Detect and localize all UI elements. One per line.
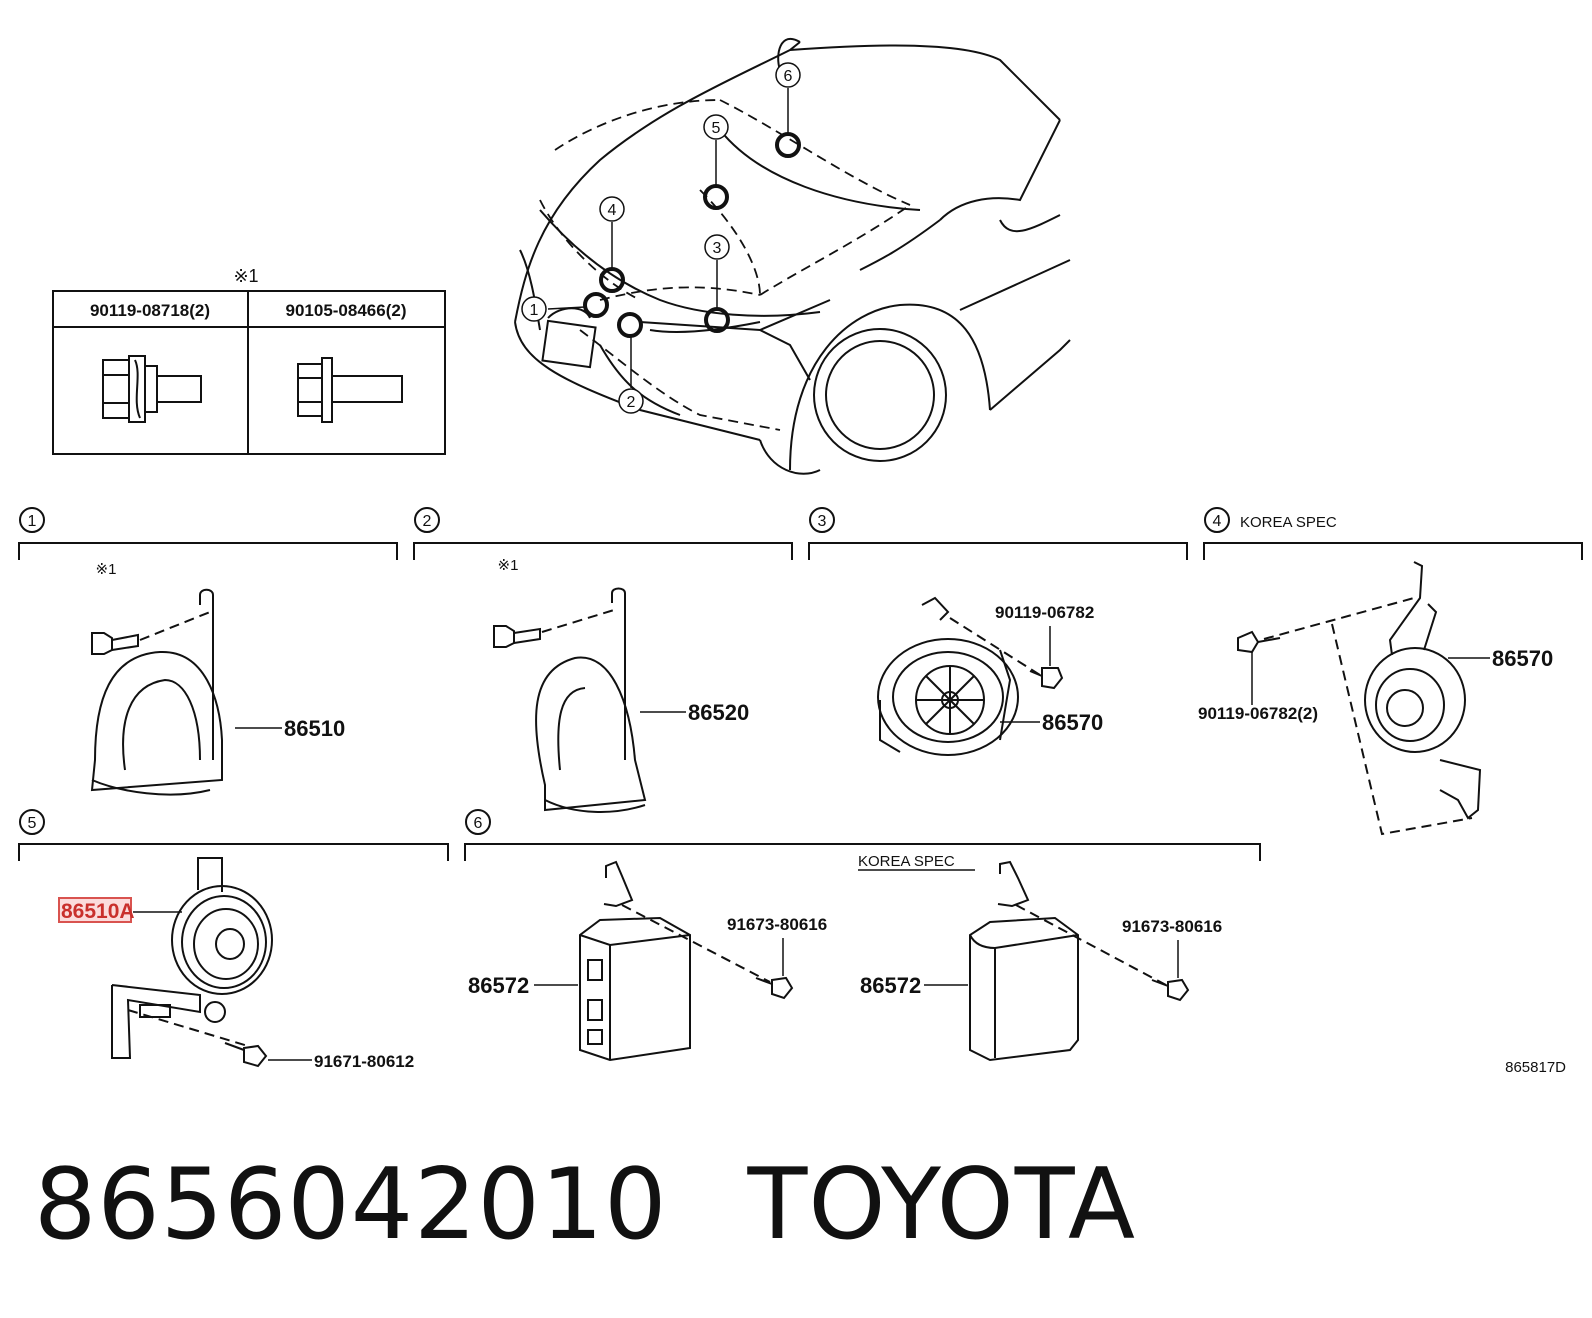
section-6-part-b-label: 86572 [860, 973, 921, 998]
section-6-bolt-a-label: 91673-80616 [727, 915, 827, 934]
section-number-2: 2 [423, 513, 432, 530]
section-number-5: 5 [28, 815, 37, 832]
section-numbers: 1 2 3 4 5 6 [28, 513, 1222, 832]
callout-number-5: 5 [712, 120, 721, 137]
fastener-col2-header: 90105-08466(2) [286, 301, 407, 320]
section-number-6: 6 [474, 815, 483, 832]
section-number-4: 4 [1213, 513, 1222, 530]
callout-number-3: 3 [713, 240, 722, 257]
section-4-bolt-label: 90119-06782(2) [1198, 704, 1318, 723]
callout-bubble-2 [618, 388, 644, 414]
callout-bubble-4 [599, 196, 625, 222]
section-6-module-b-drawing [969, 860, 1079, 1062]
section-6-part-a-label: 86572 [468, 973, 529, 998]
section-3: 90119-06782 86570 [877, 596, 1103, 756]
location-ring-5 [703, 184, 729, 210]
highlight-box [58, 897, 132, 923]
section-1: ※1 86510 [90, 561, 345, 796]
fastener-table-note: ※1 [233, 266, 258, 286]
callout-bubble-5 [703, 114, 729, 140]
section-2: ※1 86520 [493, 557, 749, 813]
section-5-bolt-drawing [224, 1042, 268, 1068]
callout-number-4: 4 [608, 202, 617, 219]
fastener-col1-header: 90119-08718(2) [90, 301, 210, 320]
overview-callout-numbers: 1 2 3 4 5 6 [530, 68, 793, 411]
callout-bubble-1 [521, 296, 547, 322]
section-5-part-label[interactable]: 86510A [61, 900, 135, 923]
section-2-horn-drawing [493, 587, 647, 813]
location-ring-6 [775, 132, 801, 158]
section-6-bolt-b-drawing [1151, 978, 1190, 1002]
section-brackets [18, 507, 1583, 861]
section-4: KOREA SPEC 90119-06782(2) 86570 [1198, 514, 1553, 836]
section-6-module-a-drawing [579, 860, 691, 1062]
section-5-horn-drawing [111, 857, 273, 1059]
section-2-note: ※1 [498, 557, 519, 574]
section-6-bolt-a-drawing [755, 976, 794, 1000]
section-3-bolt-label: 90119-06782 [995, 603, 1094, 622]
callout-number-1: 1 [530, 302, 539, 319]
section-6: KOREA SPEC 91673-80616 86572 [468, 853, 1222, 1062]
section-4-siren-drawing [1364, 561, 1482, 820]
section-1-part-label: 86510 [284, 716, 345, 741]
footer-part-number: 8656042010 [34, 1148, 668, 1262]
callout-number-6: 6 [784, 68, 793, 85]
bolt-with-washer-icon [102, 355, 202, 423]
section-1-note: ※1 [96, 561, 117, 578]
section-4-part-label: 86570 [1492, 646, 1553, 671]
section-4-spec-label: KOREA SPEC [1240, 514, 1337, 531]
callout-number-2: 2 [627, 394, 636, 411]
section-6-bolt-b-label: 91673-80616 [1122, 917, 1222, 936]
section-3-part-label: 86570 [1042, 710, 1103, 735]
footer-title: 8656042010 TOYOTA [34, 1148, 1136, 1262]
section-5: 86510A 91671-80612 [58, 857, 414, 1071]
callout-bubble-3 [704, 234, 730, 260]
diagram-code: 865817D [1505, 1059, 1566, 1076]
section-5-bolt-label: 91671-80612 [314, 1052, 414, 1071]
fastener-table: ※1 90119-08718(2) 90105-08466(2) [52, 266, 446, 455]
callout-bubble-6 [775, 62, 801, 88]
section-3-bolt-drawing [1029, 667, 1064, 690]
location-ring-2 [617, 312, 643, 338]
car-dashed-lines [539, 99, 911, 431]
footer-brand: TOYOTA [747, 1148, 1137, 1262]
flange-bolt-icon [297, 357, 403, 423]
location-markers [583, 132, 801, 338]
section-4-dashed-frame [1263, 597, 1473, 836]
car-front-illustration [514, 37, 1071, 475]
section-2-part-label: 86520 [688, 700, 749, 725]
location-ring-1 [583, 292, 609, 318]
overview-callouts [521, 62, 801, 414]
section-1-horn-drawing [90, 588, 223, 796]
section-6-spec-label: KOREA SPEC [858, 853, 955, 870]
section-4-bolt-drawing [1237, 630, 1281, 654]
section-3-siren-drawing [877, 596, 1019, 756]
section-number-1: 1 [28, 513, 37, 530]
section-number-3: 3 [818, 513, 827, 530]
